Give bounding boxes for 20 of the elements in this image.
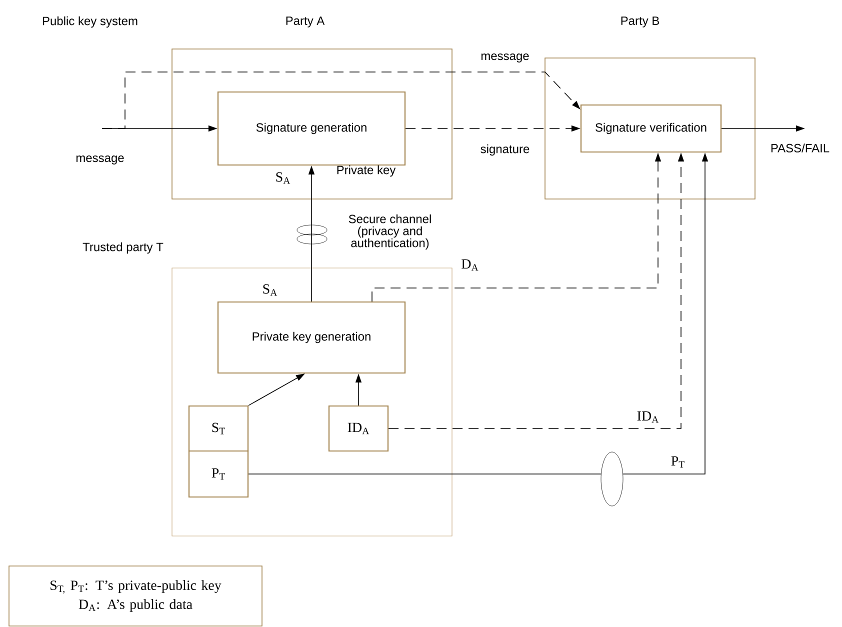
edge-label: PASS/FAIL <box>769 142 831 154</box>
edge-label: D$_{A}$ <box>460 258 480 272</box>
process-box: Signature verification <box>580 104 722 153</box>
label: Private key <box>337 165 396 177</box>
key-box: ID$_{A}$ <box>328 405 389 452</box>
key-box: P$_{T}$ <box>188 450 249 498</box>
edge-label: signature <box>479 143 531 157</box>
process-box: Signature generation <box>217 91 406 166</box>
edge-label: P$_{T}$ <box>670 455 686 469</box>
group-heading: Party A <box>286 16 325 28</box>
group-heading: Party B <box>621 16 660 28</box>
note-box: S$_{T,}$ P$_{T}$: T’s private-public key D$_{A}$: A’s public data <box>8 566 262 626</box>
edge-label: ID$_{A}$ <box>636 410 660 424</box>
group-heading: Trusted party T <box>82 242 164 254</box>
note-text: Secure channel (privacy and authentication) <box>348 214 431 250</box>
key-box: S$_{T}$ <box>188 405 249 452</box>
label: Public key system <box>42 16 138 28</box>
edge-label: message <box>74 154 126 166</box>
process-box: Private key generation <box>217 301 406 374</box>
edge-label: message <box>480 52 530 64</box>
